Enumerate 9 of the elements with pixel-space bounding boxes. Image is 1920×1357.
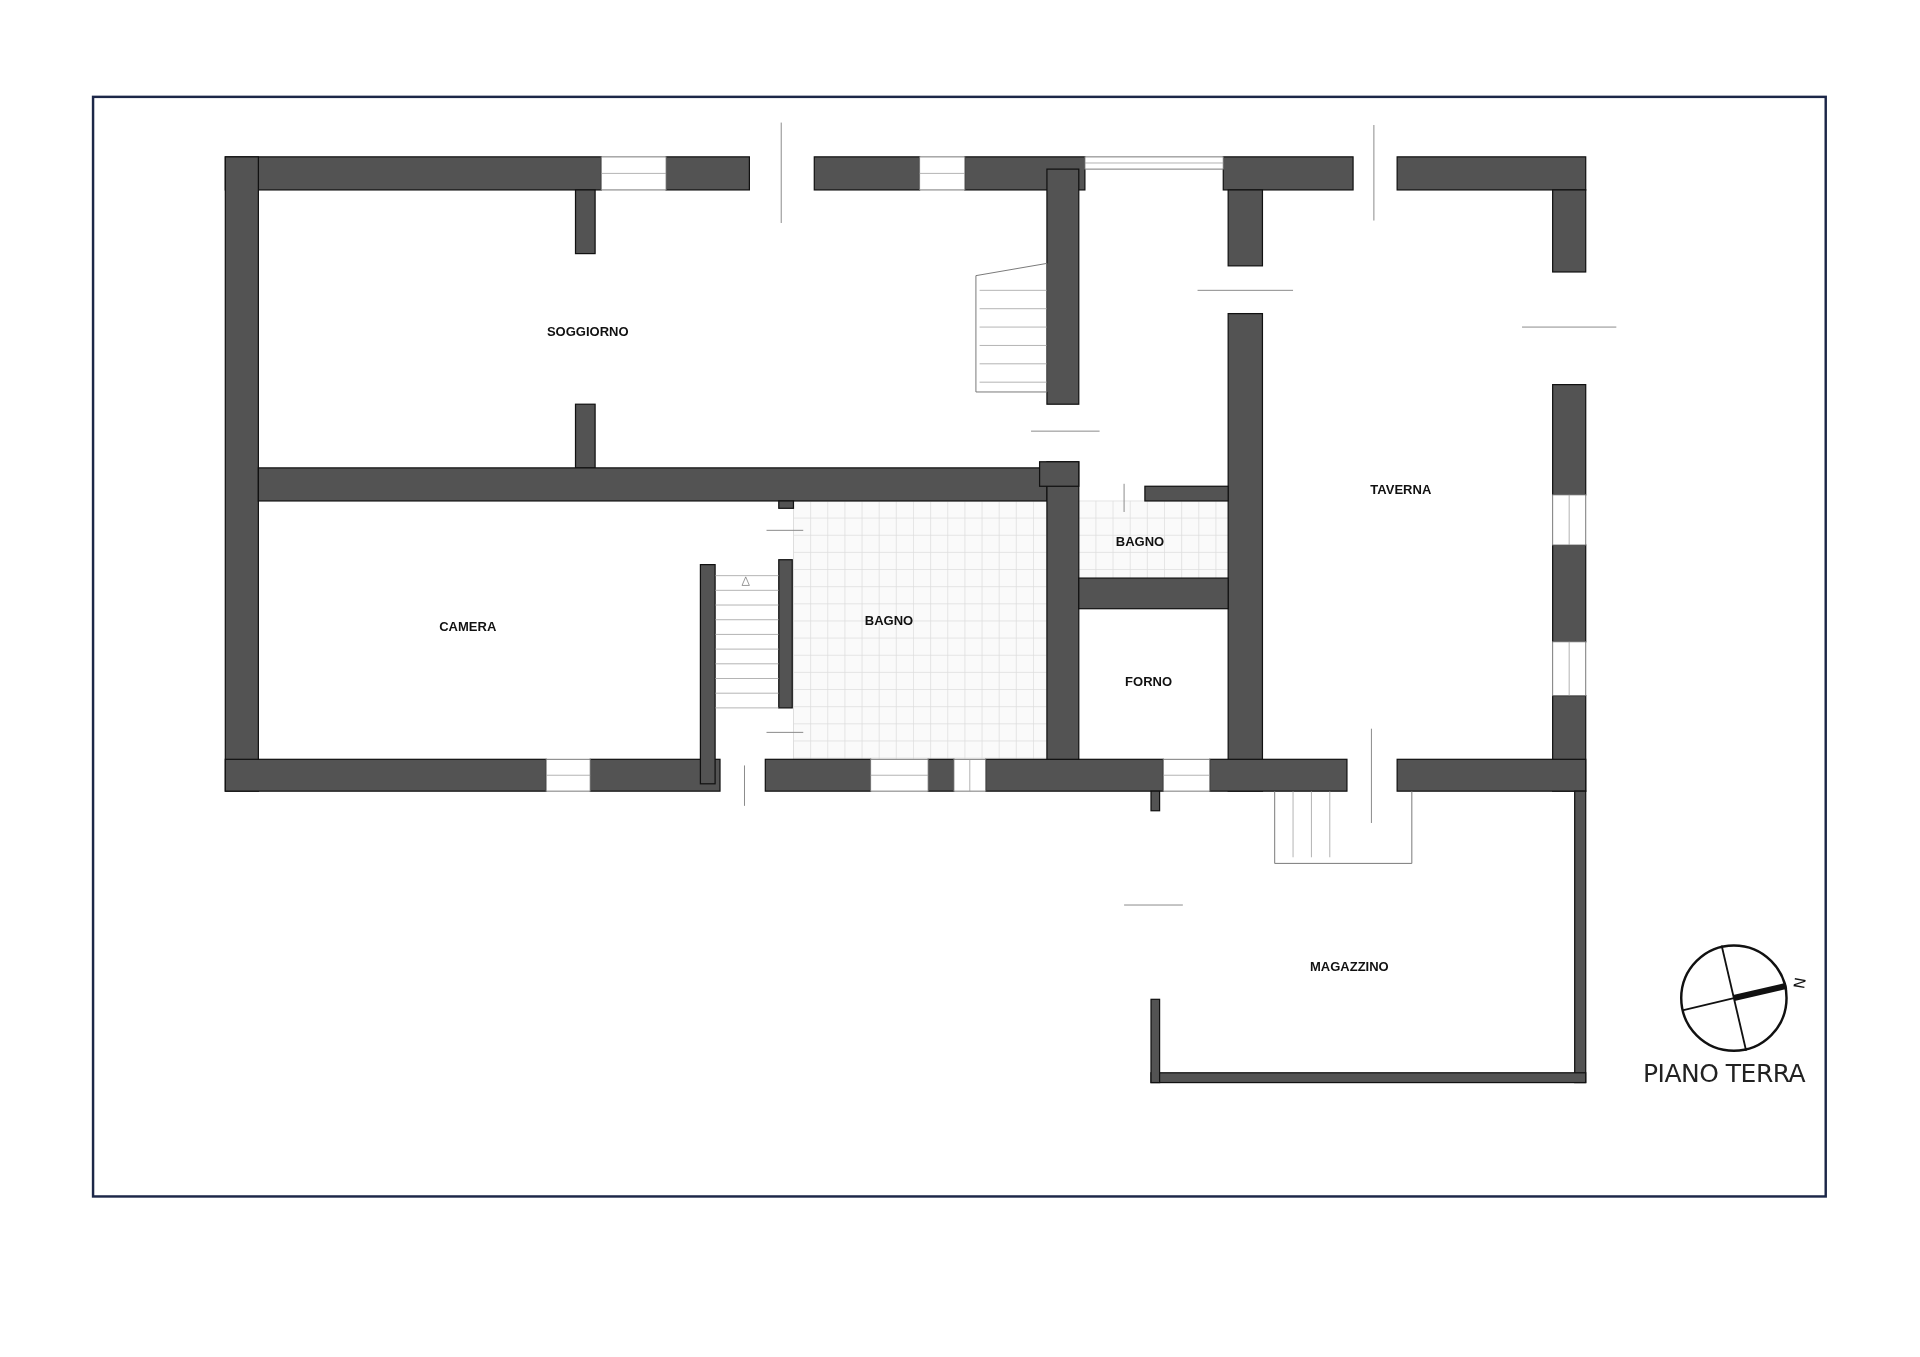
north-label: N — [1790, 976, 1810, 991]
floor-title: PIANO TERRA — [1642, 1058, 1806, 1088]
room-label: FORNO — [1125, 673, 1173, 689]
room-label: TAVERNA — [1370, 481, 1432, 497]
room-label: MAGAZZINO — [1310, 958, 1389, 974]
room-label: BAGNO — [864, 612, 914, 628]
room-label: CAMERA — [439, 618, 497, 634]
room-label: SOGGIORNO — [546, 323, 629, 339]
room-label: BAGNO — [1115, 533, 1165, 549]
